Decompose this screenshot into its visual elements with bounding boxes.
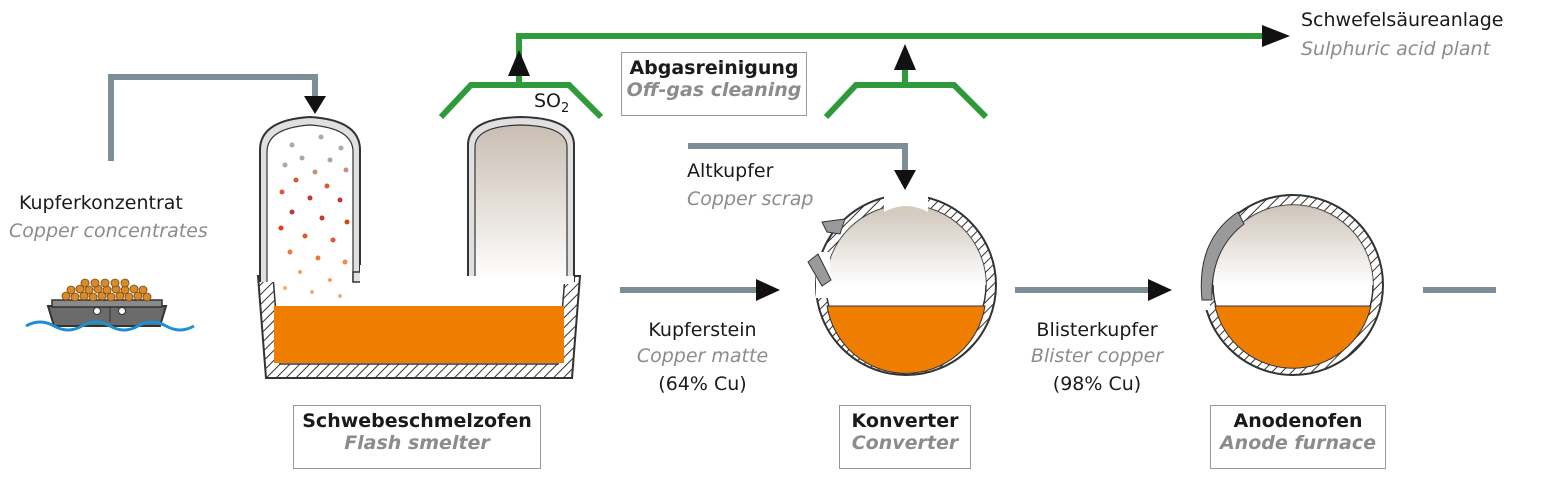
matte-label-en: Copper matte (636, 345, 769, 367)
matte-flow-arrow (756, 279, 780, 301)
so2-label: SO2 (534, 90, 569, 116)
scrap-label-de: Altkupfer (687, 160, 774, 182)
blister-copper-content: (98% Cu) (1052, 373, 1142, 395)
scrap-feed (688, 143, 916, 190)
concentrate-label-en: Copper concentrates (9, 220, 208, 242)
concentrate-feed (108, 74, 326, 161)
matte-label-de: Kupferstein (648, 319, 757, 341)
converter-lip-top (821, 218, 846, 235)
anode-furnace-vessel (1196, 194, 1384, 376)
anode-door (1200, 211, 1245, 301)
scrap-feed-arrow (894, 170, 916, 190)
concentrate-feed-pipe (108, 74, 318, 161)
blister-label-en: Blister copper (1030, 345, 1164, 367)
flash-smelter-label-en: Flash smelter (344, 432, 490, 454)
matte-flow (620, 279, 780, 301)
anode-furnace-label-de: Anodenofen (1233, 410, 1363, 432)
so2-label-sub: 2 (561, 100, 570, 116)
offgas-cleaning-label-en: Off-gas cleaning (626, 79, 802, 101)
smelter-gas-arrow (508, 50, 530, 76)
converter-gas-arrow (894, 44, 916, 70)
sulphuric-plant-label-de: Schwefelsäureanlage (1301, 9, 1504, 31)
concentrate-feed-arrow (304, 96, 326, 114)
offgas-cleaning-label-de: Abgasreinigung (629, 57, 799, 79)
sulphuric-plant-label-en: Sulphuric acid plant (1301, 38, 1491, 60)
anode-furnace-box: Anodenofen Anode furnace (1210, 405, 1386, 469)
converter-molten-bath (826, 305, 986, 374)
smelter-molten-bath (274, 306, 564, 363)
scrap-feed-pipe (688, 143, 908, 172)
smelter-gas-hood (438, 82, 604, 120)
converter-lip-side (807, 253, 832, 287)
converter-gas-hood (823, 82, 989, 120)
ship-deck (51, 299, 163, 308)
converter-label-de: Konverter (851, 410, 959, 432)
flash-smelter-box: Schwebeschmelzofen Flash smelter (293, 405, 541, 469)
scrap-label-en: Copper scrap (687, 188, 814, 210)
water-waves (25, 320, 195, 332)
blister-flow (1015, 279, 1172, 301)
offgas-main-arrow (1262, 25, 1290, 47)
offgas-pipe-network (438, 25, 1290, 120)
flash-smelter-label-de: Schwebeschmelzofen (302, 410, 532, 432)
converter-vessel (807, 192, 997, 376)
so2-label-main: SO (534, 90, 562, 112)
concentrate-label-de: Kupferkonzentrat (19, 192, 183, 214)
anode-molten-bath (1214, 305, 1372, 369)
smelter-particles (278, 134, 350, 298)
matte-copper-content: (64% Cu) (658, 373, 747, 395)
converter-label-en: Converter (851, 432, 959, 454)
blister-label-de: Blisterkupfer (1036, 319, 1158, 341)
ship-icon (25, 278, 195, 332)
converter-box: Konverter Converter (839, 405, 971, 469)
flash-smelter-vessel (256, 115, 582, 379)
offgas-cleaning-box: Abgasreinigung Off-gas cleaning (621, 52, 807, 116)
concentrate-pile (61, 278, 152, 302)
anode-furnace-label-en: Anode furnace (1219, 432, 1377, 454)
blister-flow-arrow (1148, 279, 1172, 301)
